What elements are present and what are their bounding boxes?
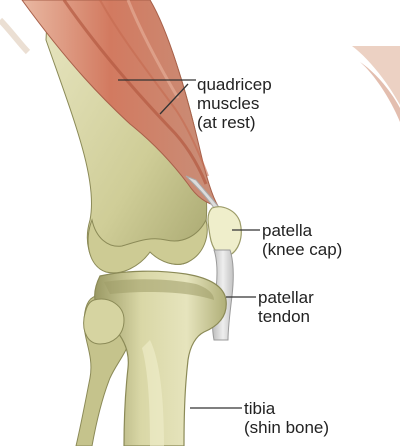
skin-edge — [0, 20, 28, 52]
patella — [208, 207, 241, 256]
patella-label-line-1: patella — [262, 221, 342, 240]
adjacent-figure-edge — [352, 46, 400, 105]
quadricep-label-line-1: quadricep — [197, 75, 272, 94]
patella-label: patella (knee cap) — [262, 221, 342, 259]
fibula-head — [84, 299, 124, 344]
tibia-label-line-2: (shin bone) — [244, 418, 329, 437]
tibia-label: tibia (shin bone) — [244, 399, 329, 437]
quadricep-label-line-3: (at rest) — [197, 113, 272, 132]
quadricep-label-line-2: muscles — [197, 94, 272, 113]
patella-label-line-2: (knee cap) — [262, 240, 342, 259]
tendon-label-line-1: patellar — [258, 288, 314, 307]
tibia-label-line-1: tibia — [244, 399, 329, 418]
quadricep-label: quadricep muscles (at rest) — [197, 75, 272, 132]
patellar-tendon-label: patellar tendon — [258, 288, 314, 326]
tendon-label-line-2: tendon — [258, 307, 314, 326]
